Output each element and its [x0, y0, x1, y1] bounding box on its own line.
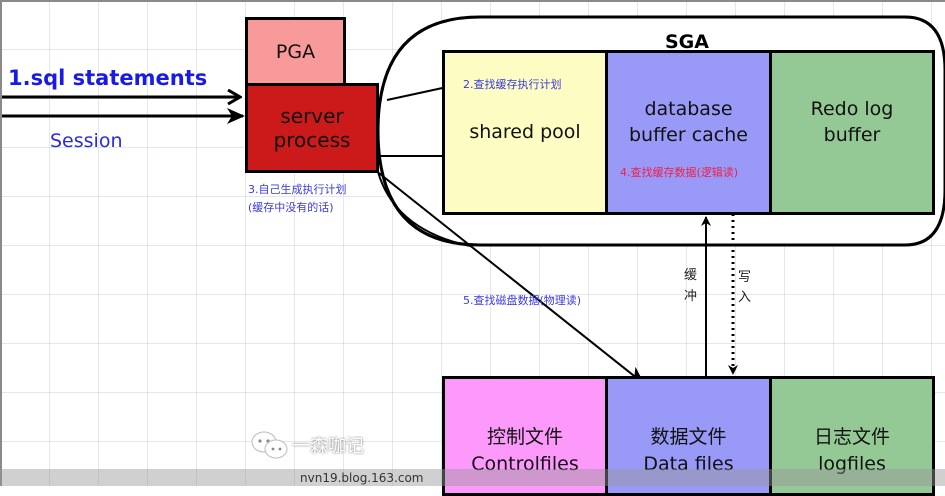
step5-label: 5.查找磁盘数据(物理读) [463, 294, 582, 307]
logfiles-en: logfiles [818, 453, 886, 475]
buffer-label-2: 冲 [684, 289, 698, 304]
redo-buffer-box: Redo log buffer [769, 50, 935, 215]
buffer-cache-line2: buffer cache [628, 123, 748, 146]
datafiles-box: 数据文件 Data files [605, 376, 772, 496]
wechat-icon [251, 431, 288, 459]
watermark: 一森咖记 [250, 430, 364, 460]
write-label-1: 写 [738, 270, 752, 285]
datafiles-en: Data files [643, 453, 734, 475]
shared-pool-label: shared pool [469, 120, 581, 143]
step4-label: 4.查找缓存数据(逻辑读) [620, 166, 739, 179]
server-process-line2: process [273, 128, 351, 152]
shared-pool-box: shared pool [442, 50, 608, 215]
pga-label: PGA [275, 40, 316, 63]
datafiles-cn: 数据文件 [650, 426, 727, 448]
step3-curve [377, 171, 471, 247]
bottom-overlay-bar [0, 469, 945, 486]
logfiles-cn: 日志文件 [813, 426, 890, 448]
step5-arrow [374, 169, 645, 385]
controlfiles-en: Controlfiles [471, 453, 579, 475]
server-process-box: server process [245, 83, 379, 173]
sql-statements-label: 1.sql statements [8, 66, 208, 90]
step2-label: 2.查找缓存执行计划 [463, 78, 562, 91]
step3-label-line2: (缓存中没有的话) [248, 201, 334, 214]
write-label-2: 入 [738, 290, 752, 305]
sga-title: SGA [665, 31, 709, 53]
watermark-brand: 一森咖记 [292, 436, 364, 457]
server-process-line1: server [280, 104, 344, 128]
buffer-label-1: 缓 [684, 268, 698, 283]
redo-buffer-line1: Redo log [810, 97, 894, 120]
step3-label-line1: 3.自己生成执行计划 [248, 183, 347, 196]
session-label: Session [50, 130, 123, 152]
controlfiles-box: 控制文件 Controlfiles [442, 376, 608, 496]
frame-border-top [0, 0, 945, 2]
buffer-cache-line1: database [644, 97, 733, 120]
frame-border-left [0, 0, 2, 486]
pga-box: PGA [245, 17, 346, 83]
watermark-site: nvn19.blog.163.com [300, 471, 424, 485]
controlfiles-cn: 控制文件 [486, 426, 563, 448]
buffer-cache-box: database buffer cache [605, 50, 772, 215]
logfiles-box: 日志文件 logfiles [769, 376, 935, 496]
redo-buffer-line2: buffer [823, 123, 881, 146]
